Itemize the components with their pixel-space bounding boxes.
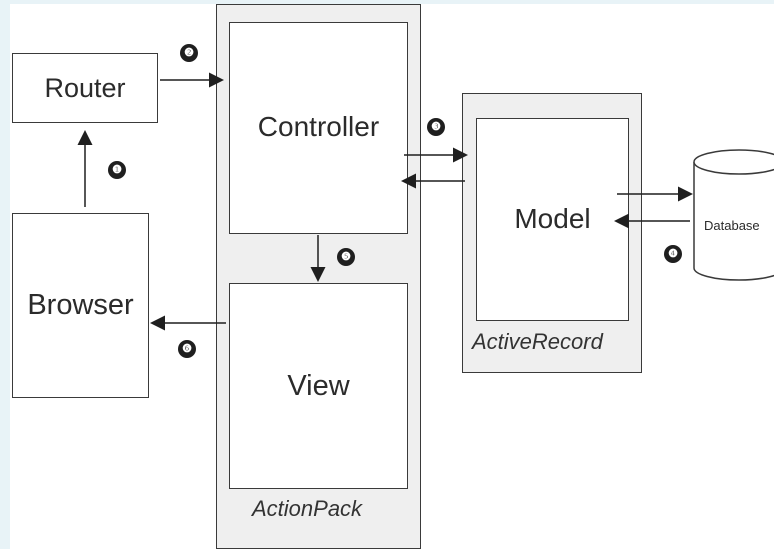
model-label: Model: [514, 203, 591, 234]
activerecord-label: ActiveRecord: [472, 329, 603, 354]
step-6-badge: ❻: [178, 340, 196, 358]
step-1-badge: ❶: [108, 161, 126, 179]
browser-label: Browser: [27, 289, 134, 321]
actionpack-label: ActionPack: [252, 496, 363, 521]
view-label: View: [287, 369, 350, 402]
controller-box: Controller: [229, 22, 408, 234]
step-4-badge: ❹: [664, 245, 682, 263]
model-box: Model: [476, 118, 629, 321]
browser-box: Browser: [12, 213, 149, 398]
database-label: Database: [704, 218, 760, 233]
controller-label: Controller: [257, 111, 380, 142]
step-3-badge: ❸: [427, 118, 445, 136]
router-box: Router: [12, 53, 158, 123]
step-5-badge: ❺: [337, 248, 355, 266]
step-2-badge: ❷: [180, 44, 198, 62]
router-label: Router: [44, 72, 126, 103]
view-box: View: [229, 283, 408, 489]
